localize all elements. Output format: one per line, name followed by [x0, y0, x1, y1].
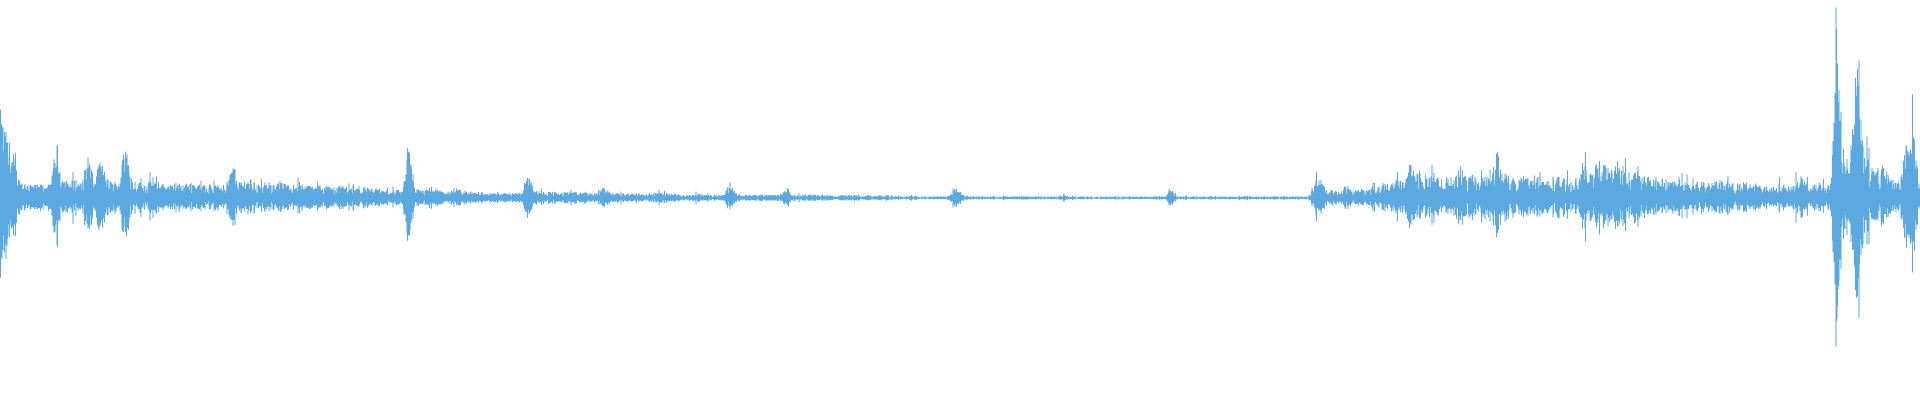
waveform-signal: [0, 7, 1920, 347]
